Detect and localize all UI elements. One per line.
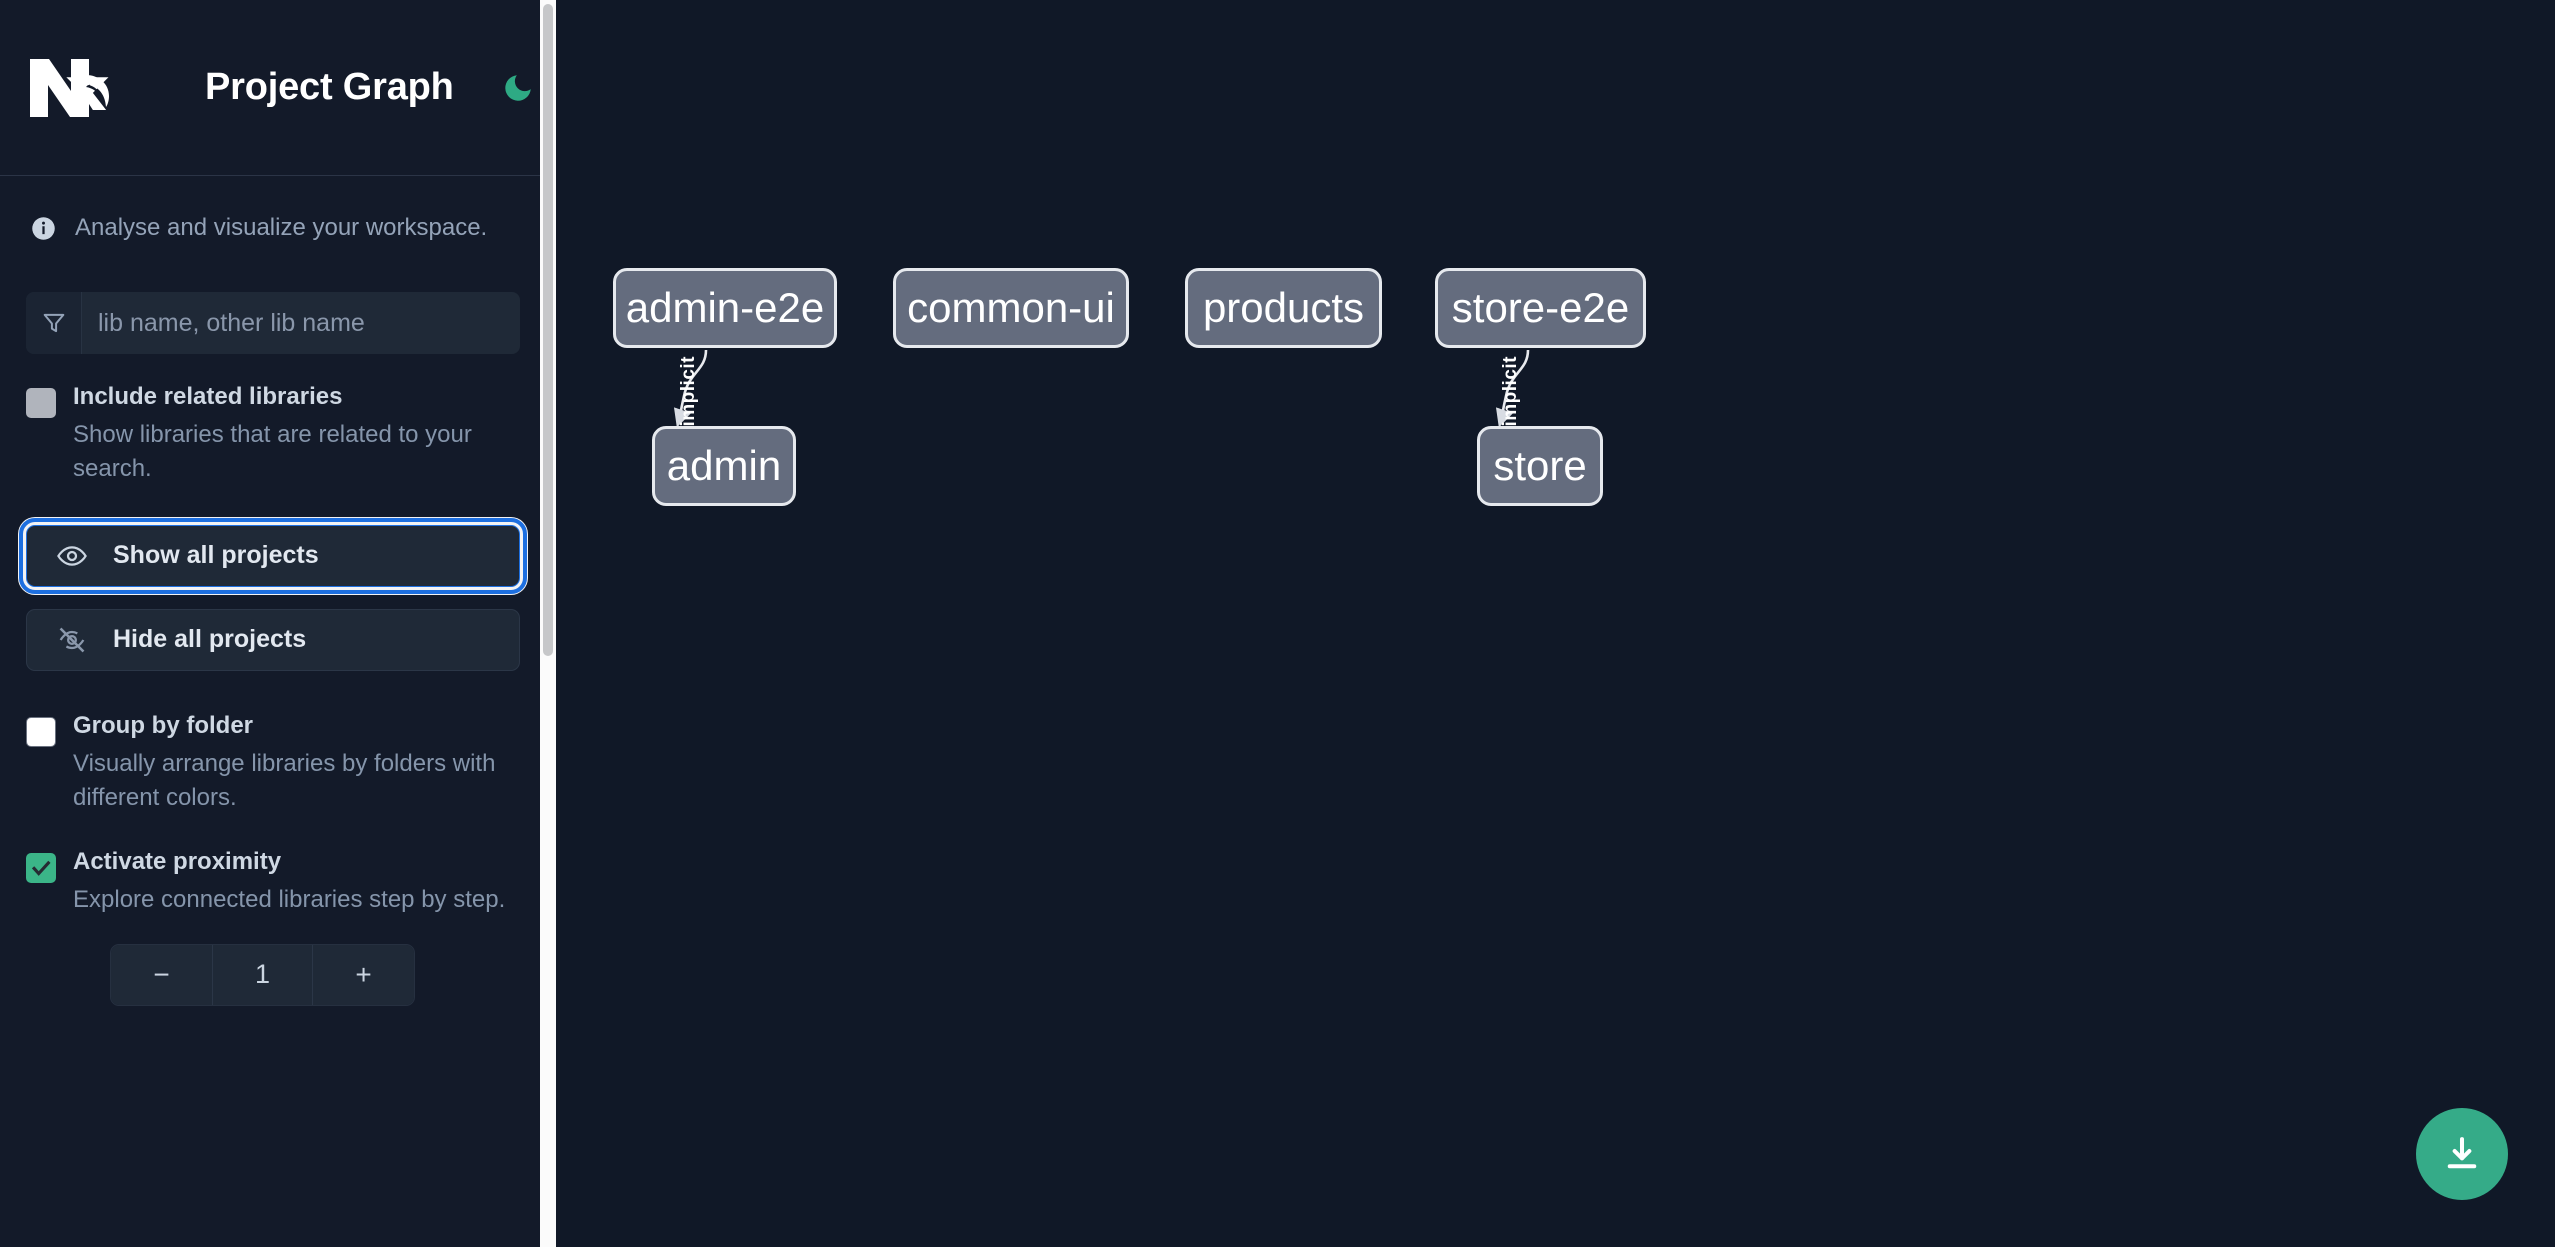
- sidebar-header: Project Graph: [0, 0, 556, 175]
- option-description: Visually arrange libraries by folders wi…: [73, 749, 496, 812]
- hide-all-projects-button[interactable]: Hide all projects: [26, 608, 520, 671]
- option-description: Explore connected libraries step by step…: [73, 886, 506, 914]
- header-divider: [0, 175, 556, 176]
- option-title: Include related libraries: [73, 383, 343, 410]
- sidebar-scrollbar[interactable]: [540, 0, 556, 1247]
- option-title: Group by folder: [73, 711, 253, 739]
- eye-slash-icon: [55, 623, 89, 657]
- increment-button[interactable]: +: [313, 944, 414, 1005]
- option-include-related-libraries[interactable]: Include related libraries Show libraries…: [0, 354, 556, 487]
- include-related-libraries-checkbox[interactable]: [26, 388, 56, 418]
- graph-node-store-e2e[interactable]: store-e2e: [1435, 268, 1646, 348]
- graph-node-products[interactable]: products: [1185, 268, 1382, 348]
- graph-node-store[interactable]: store: [1477, 426, 1603, 506]
- show-all-projects-button[interactable]: Show all projects: [19, 517, 527, 594]
- page-title: Project Graph: [205, 66, 454, 108]
- info-icon: [30, 215, 57, 242]
- graph-node-common-ui[interactable]: common-ui: [893, 268, 1129, 348]
- download-graph-button[interactable]: [2416, 1108, 2508, 1200]
- show-all-projects-label: Show all projects: [113, 541, 319, 570]
- group-by-folder-checkbox[interactable]: [26, 716, 56, 747]
- activate-proximity-checkbox[interactable]: [26, 853, 56, 884]
- proximity-stepper-wrap: − 1 +: [0, 918, 556, 1006]
- filter-section: [0, 242, 556, 354]
- option-activate-proximity[interactable]: Activate proximity Explore connected lib…: [0, 815, 556, 917]
- search-input[interactable]: [82, 292, 520, 354]
- edge-admin-e2e-admin: [673, 349, 708, 428]
- visibility-buttons: Show all projects Hide all projects: [0, 487, 556, 671]
- option-description: Show libraries that are related to your …: [73, 421, 472, 483]
- graph-edges: [673, 349, 1530, 428]
- funnel-icon[interactable]: [26, 292, 82, 354]
- sidebar: Project Graph Analyse and visualize y: [0, 0, 556, 1247]
- moon-icon[interactable]: [496, 66, 540, 110]
- nx-logo-icon: [26, 57, 124, 119]
- edge-store-e2e-store: [1495, 349, 1530, 428]
- stepper-value: 1: [212, 944, 313, 1005]
- hide-all-projects-label: Hide all projects: [113, 625, 307, 654]
- filter-box[interactable]: [26, 292, 520, 354]
- download-icon: [2447, 1137, 2477, 1169]
- eye-icon: [55, 539, 89, 573]
- option-group-by-folder[interactable]: Group by folder Visually arrange librari…: [0, 671, 556, 816]
- sidebar-tagline: Analyse and visualize your workspace.: [0, 176, 556, 242]
- graph-node-admin-e2e[interactable]: admin-e2e: [613, 268, 837, 348]
- proximity-stepper[interactable]: − 1 +: [110, 943, 415, 1006]
- sidebar-tagline-text: Analyse and visualize your workspace.: [75, 214, 488, 241]
- graph-node-admin[interactable]: admin: [652, 426, 796, 506]
- decrement-button[interactable]: −: [111, 944, 212, 1005]
- option-title: Activate proximity: [73, 848, 282, 876]
- project-graph-canvas[interactable]: implicit implicit admin-e2e common-ui pr…: [556, 0, 2555, 1247]
- sidebar-scrollbar-thumb[interactable]: [543, 4, 553, 656]
